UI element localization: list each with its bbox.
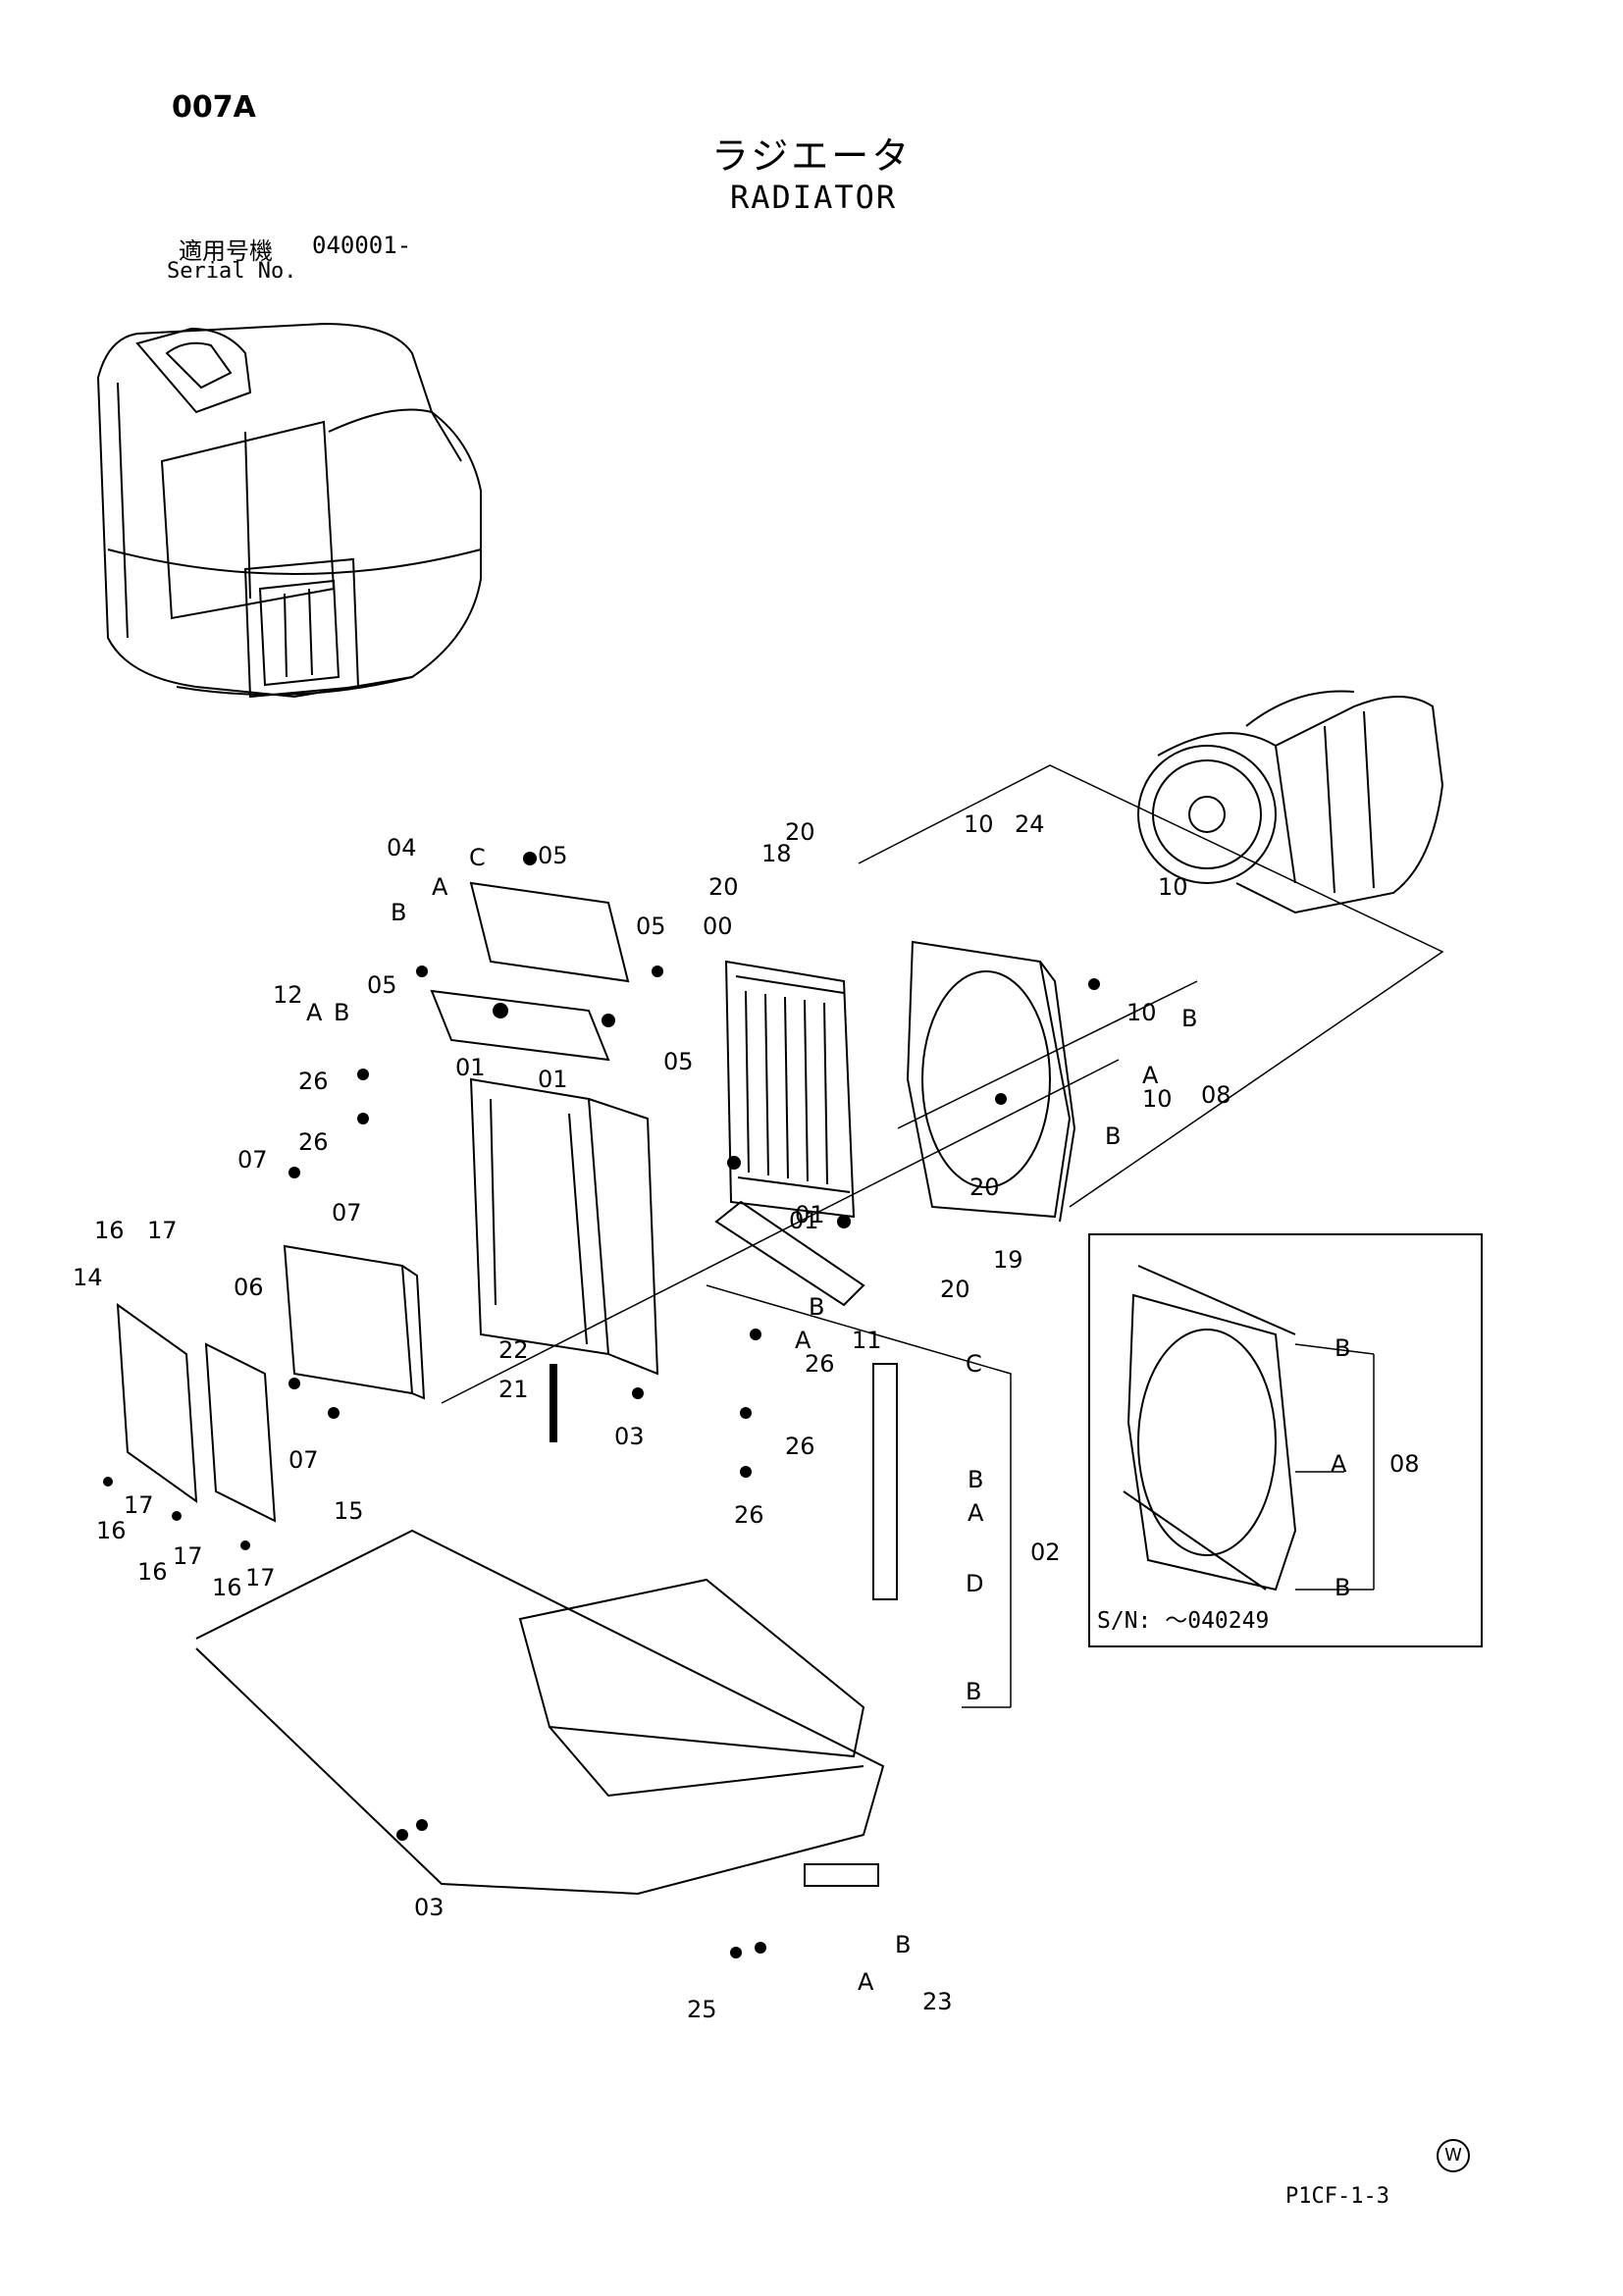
excavator-overview-drawing	[96, 322, 482, 699]
fan-shroud-drawing	[906, 940, 1076, 1223]
radiator-core-drawing	[714, 960, 865, 1307]
callout-label-60: 17	[245, 1564, 276, 1592]
callout-label-55: 16	[96, 1517, 127, 1544]
serial-label-english: Serial No.	[167, 259, 297, 284]
callout-label-3: A	[432, 873, 448, 901]
title-japanese: ラジエータ	[711, 134, 913, 178]
callout-label-64: A	[858, 1968, 874, 1996]
inset-fan-shroud-drawing	[1123, 1265, 1297, 1592]
callout-label-6: 00	[703, 913, 733, 940]
callout-label-13: 12	[273, 981, 303, 1009]
callout-label-47: C	[966, 1350, 982, 1378]
callout-label-22: 26	[298, 1128, 329, 1156]
callout-label-36: 01	[795, 1201, 825, 1228]
callout-label-12: 10	[1158, 873, 1188, 901]
callout-label-44: 21	[498, 1376, 529, 1403]
callout-label-26: 17	[147, 1217, 178, 1244]
callout-label-14: A	[306, 999, 323, 1026]
callout-label-41: 11	[852, 1327, 882, 1354]
callout-label-32: 10	[1142, 1085, 1173, 1113]
inset-callout-label-2: 08	[1389, 1450, 1420, 1478]
callout-label-21: 26	[298, 1068, 329, 1095]
callout-label-1: C	[469, 844, 486, 871]
callout-label-57: 16	[137, 1558, 168, 1586]
title-english: RADIATOR	[730, 179, 898, 216]
callout-label-65: 23	[922, 1988, 953, 2015]
callout-label-54: 15	[334, 1497, 364, 1525]
callout-label-24: 07	[332, 1199, 362, 1226]
callout-label-23: 07	[237, 1146, 268, 1174]
callout-label-17: 01	[455, 1054, 486, 1081]
callout-label-9: 20	[708, 873, 739, 901]
callout-label-2: 05	[538, 842, 568, 869]
callout-label-27: 14	[73, 1264, 103, 1291]
inset-callout-label-3: B	[1335, 1574, 1350, 1601]
oil-cooler-drawing	[283, 1244, 426, 1400]
callout-label-63: B	[895, 1931, 911, 1958]
callout-label-8: 18	[761, 840, 792, 867]
callout-label-35: 01	[789, 1207, 819, 1234]
callout-label-62: 03	[414, 1894, 445, 1921]
serial-label-japanese: 適用号機	[179, 237, 273, 265]
callout-label-45: 03	[614, 1423, 645, 1450]
callout-label-34: 20	[969, 1174, 1000, 1201]
callout-label-33: B	[1105, 1122, 1121, 1150]
callout-label-61: B	[966, 1678, 981, 1705]
callout-label-0: 04	[387, 834, 417, 861]
screen-panels-drawing	[116, 1302, 277, 1523]
callout-label-49: B	[968, 1466, 983, 1493]
callout-label-48: 26	[734, 1501, 764, 1529]
callout-label-66: 25	[687, 1996, 717, 2023]
callout-label-19: 01	[538, 1066, 568, 1093]
callout-label-4: B	[391, 899, 406, 926]
callout-label-16: 05	[367, 971, 397, 999]
callout-label-5: 05	[636, 913, 666, 940]
inset-serial-range-label: S/N: ～040249	[1097, 1608, 1270, 1634]
frame-plate-drawing	[195, 1529, 885, 1896]
callout-label-30: A	[1142, 1062, 1159, 1089]
radiator-frame-drawing	[430, 881, 659, 1376]
callout-label-53: 07	[288, 1446, 319, 1474]
callout-label-7: 20	[785, 818, 815, 846]
callout-label-28: 06	[234, 1274, 264, 1301]
page-code: 007A	[172, 90, 256, 125]
callout-label-15: B	[334, 999, 349, 1026]
engine-drawing	[1137, 690, 1444, 914]
inset-callout-label-1: A	[1331, 1450, 1347, 1478]
footer-code: P1CF-1-3	[1285, 2184, 1389, 2209]
inset-callout-label-0: B	[1335, 1334, 1350, 1362]
callout-label-56: 17	[124, 1491, 154, 1519]
callout-label-37: 19	[993, 1246, 1023, 1274]
callout-label-39: B	[809, 1293, 824, 1321]
callout-label-25: 16	[94, 1217, 125, 1244]
callout-label-51: 02	[1030, 1539, 1061, 1566]
callout-label-31: 08	[1201, 1081, 1231, 1109]
callout-label-59: 16	[212, 1574, 242, 1601]
callout-label-40: A	[795, 1327, 812, 1354]
callout-label-18: 05	[663, 1048, 694, 1075]
callout-label-11: 24	[1015, 810, 1045, 838]
serial-value: 040001-	[312, 232, 412, 259]
callout-label-46: 26	[785, 1433, 815, 1460]
callout-label-10: 10	[964, 810, 994, 838]
callout-label-50: A	[968, 1499, 984, 1527]
callout-label-52: D	[966, 1570, 983, 1597]
callout-label-43: 22	[498, 1336, 529, 1364]
callout-label-29: B	[1181, 1005, 1197, 1032]
w-mark-icon: W	[1437, 2139, 1470, 2172]
inset-box	[1088, 1233, 1483, 1647]
callout-label-20: 10	[1126, 999, 1157, 1026]
callout-label-58: 17	[173, 1542, 203, 1570]
callout-label-38: 20	[940, 1276, 970, 1303]
callout-label-42: 26	[805, 1350, 835, 1378]
